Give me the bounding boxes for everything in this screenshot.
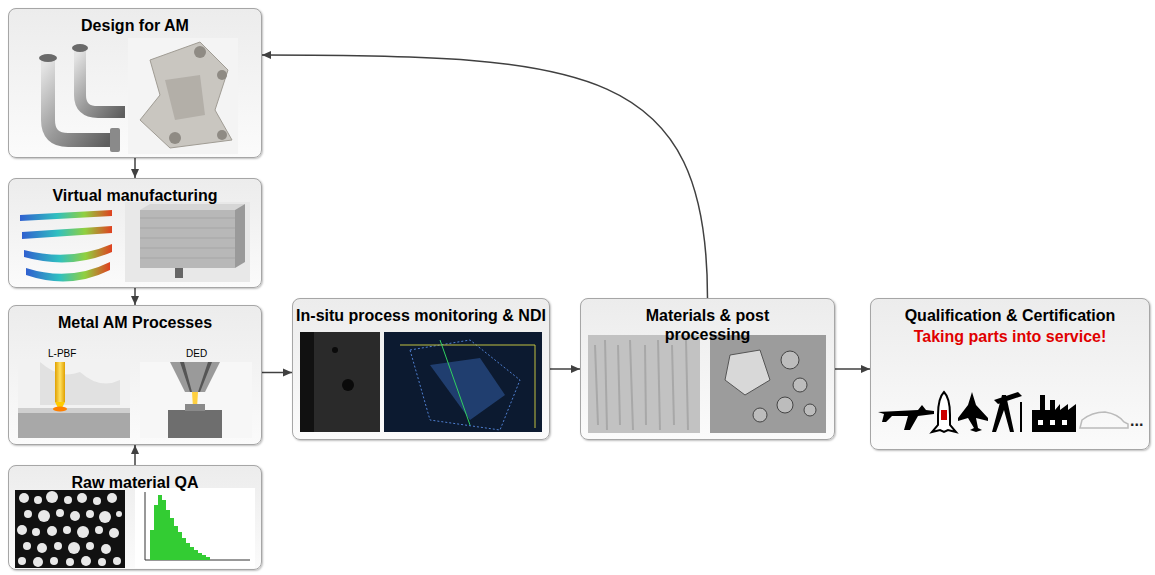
ded-picture xyxy=(140,362,252,438)
process-box: In-situ process monitoring & NDI xyxy=(292,298,550,440)
picture-label: ... xyxy=(1130,412,1143,430)
flow-arrow xyxy=(835,368,870,370)
process-box: Qualification & CertificationTaking part… xyxy=(870,298,1150,450)
flow-arrow xyxy=(134,158,136,178)
micrograph-images xyxy=(588,335,826,433)
process-box: Raw material QA xyxy=(8,465,262,570)
box-title: Virtual manufacturing xyxy=(15,186,255,205)
industry-icons xyxy=(878,392,1128,432)
picture-label: L-PBF xyxy=(48,348,76,359)
flow-arrow xyxy=(262,372,292,374)
box-title: In-situ process monitoring & NDI xyxy=(296,306,546,325)
box-title: Raw material QA xyxy=(15,473,255,492)
box-subtitle: Taking parts into service! xyxy=(874,327,1146,346)
lpbf-picture xyxy=(18,362,130,438)
box-title: Qualification & Certification xyxy=(874,306,1146,325)
process-box: Design for AM xyxy=(8,8,262,158)
flow-arrow xyxy=(134,288,136,305)
pipe-part xyxy=(39,44,125,152)
flow-arrow xyxy=(134,445,136,465)
monitoring-images xyxy=(300,332,542,432)
simulation-beams xyxy=(20,210,112,281)
printed-block xyxy=(125,202,250,282)
powder-micrograph xyxy=(15,490,125,568)
box-title: Metal AM Processes xyxy=(15,313,255,332)
flow-arrow xyxy=(262,55,708,298)
box-title: Design for AM xyxy=(15,16,255,35)
flow-arrow xyxy=(550,368,580,370)
box-grounds xyxy=(8,8,1150,570)
bracket-part xyxy=(128,38,238,154)
process-box: Materials & post processing xyxy=(580,298,835,440)
picture-label: DED xyxy=(186,348,207,359)
process-box: Virtual manufacturing xyxy=(8,178,262,288)
process-box: Metal AM Processes xyxy=(8,305,262,445)
box-title: Materials & post processing xyxy=(620,306,795,344)
size-histogram xyxy=(135,488,255,568)
